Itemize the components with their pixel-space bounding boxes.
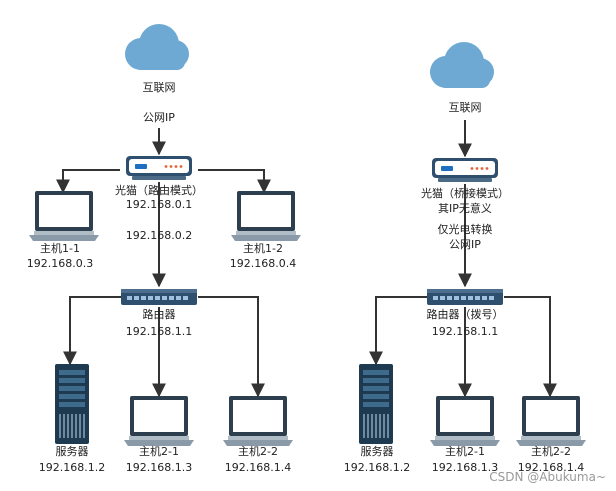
cloud-label: 互联网 — [143, 81, 176, 94]
laptop-icon — [231, 191, 301, 241]
modem-icon — [126, 156, 192, 180]
cloud-label: 互联网 — [449, 101, 482, 114]
router-ip: 192.168.1.1 — [126, 325, 192, 338]
modem-note: 其IP无意义 — [438, 201, 492, 215]
router-label: 路由器（拨号） — [427, 307, 504, 321]
public-ip-label: 公网IP — [449, 238, 481, 251]
server-name: 服务器 — [361, 445, 394, 458]
host2-2-name: 主机2-2 — [531, 444, 571, 458]
server-ip: 192.168.1.2 — [39, 461, 105, 474]
host1-2-ip: 192.168.0.4 — [230, 257, 296, 270]
public-ip-label: 公网IP — [143, 111, 175, 124]
router-ip: 192.168.1.1 — [432, 325, 498, 338]
laptop-icon — [124, 396, 194, 446]
modem-label: 光猫（桥接模式） — [421, 186, 509, 200]
right-topology: 互联网 光猫（桥接模式） 其IP无意义 仅光电转换 公网IP 路由器（拨号） 1… — [344, 42, 586, 474]
router-label: 路由器 — [143, 307, 176, 321]
host2-1-ip: 192.168.1.3 — [432, 461, 498, 474]
laptop-icon — [223, 396, 293, 446]
laptop-icon — [430, 396, 500, 446]
wan-ip: 192.168.0.2 — [126, 229, 192, 242]
conversion-note: 仅光电转换 — [438, 222, 493, 236]
host2-1-name: 主机2-1 — [445, 444, 485, 458]
host2-1-name: 主机2-1 — [139, 444, 179, 458]
router-icon — [121, 289, 197, 305]
modem-ip: 192.168.0.1 — [126, 198, 192, 211]
watermark: CSDN @Abukuma~ — [489, 470, 606, 484]
server-name: 服务器 — [56, 445, 89, 458]
host2-1-ip: 192.168.1.3 — [126, 461, 192, 474]
host1-2-name: 主机1-2 — [243, 241, 283, 255]
host2-2-name: 主机2-2 — [238, 444, 278, 458]
left-topology: 互联网 公网IP 光猫（路由模式） 192.168.0.1 192.168.0.… — [27, 24, 301, 474]
modem-icon — [432, 158, 498, 182]
internet-cloud-icon — [430, 42, 494, 88]
router-icon — [427, 289, 503, 305]
host1-1-name: 主机1-1 — [40, 241, 80, 255]
server-ip: 192.168.1.2 — [344, 461, 410, 474]
server-icon — [55, 364, 89, 444]
host2-2-ip: 192.168.1.4 — [225, 461, 291, 474]
host1-1-ip: 192.168.0.3 — [27, 257, 93, 270]
host2-2-ip: 192.168.1.4 — [518, 461, 584, 474]
server-icon — [359, 364, 393, 444]
laptop-icon — [516, 396, 586, 446]
internet-cloud-icon — [125, 24, 189, 70]
modem-label: 光猫（路由模式） — [115, 183, 203, 197]
laptop-icon — [29, 191, 99, 241]
